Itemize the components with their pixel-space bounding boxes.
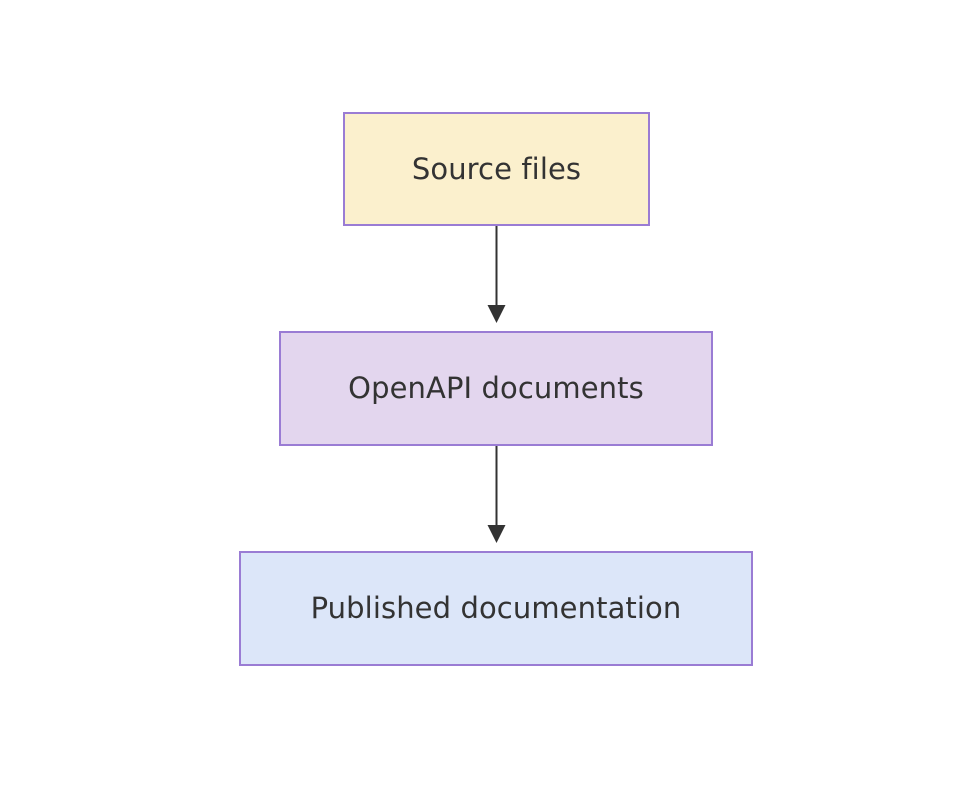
flow-node-openapi-documents-label: OpenAPI documents (348, 371, 644, 406)
flow-node-published-documentation-label: Published documentation (310, 591, 682, 626)
flow-node-openapi-documents[interactable]: OpenAPI documents (279, 331, 713, 446)
flow-node-published-documentation[interactable]: Published documentation (239, 551, 753, 666)
flow-node-source-files-label: Source files (411, 151, 582, 186)
flow-node-source-files[interactable]: Source files (343, 112, 650, 226)
